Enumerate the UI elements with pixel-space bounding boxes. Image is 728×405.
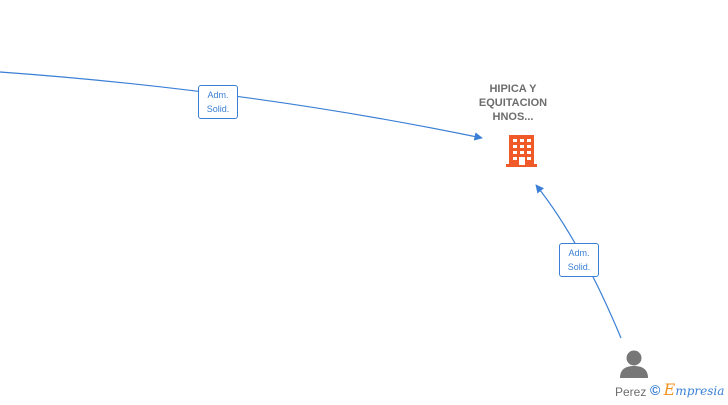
edge-label-line1: Adm.	[207, 90, 229, 100]
edge-label-person[interactable]: Adm. Solid.	[559, 243, 599, 277]
edge-label-line1: Adm.	[568, 248, 590, 258]
edge-label-line2: Solid.	[206, 104, 230, 114]
person-node-label[interactable]: Perez	[615, 385, 647, 399]
brand-initial: E	[663, 380, 676, 399]
company-name-line: HNOS...	[492, 111, 534, 123]
edge-label-left[interactable]: Adm. Solid.	[198, 85, 238, 119]
edge-label-line2: Solid.	[567, 262, 591, 272]
building-icon[interactable]	[506, 135, 537, 167]
edge-line-left-to-company	[0, 71, 483, 141]
brand-name: mpresia	[675, 384, 725, 398]
company-name-line: EQUITACION	[478, 97, 548, 109]
empresia-watermark: © Empresia	[650, 380, 724, 399]
company-node-label[interactable]: HIPICA Y EQUITACION HNOS...	[458, 82, 568, 124]
company-name-line: HIPICA Y	[489, 83, 537, 95]
person-icon[interactable]	[620, 350, 648, 379]
copyright-symbol: ©	[650, 382, 661, 398]
